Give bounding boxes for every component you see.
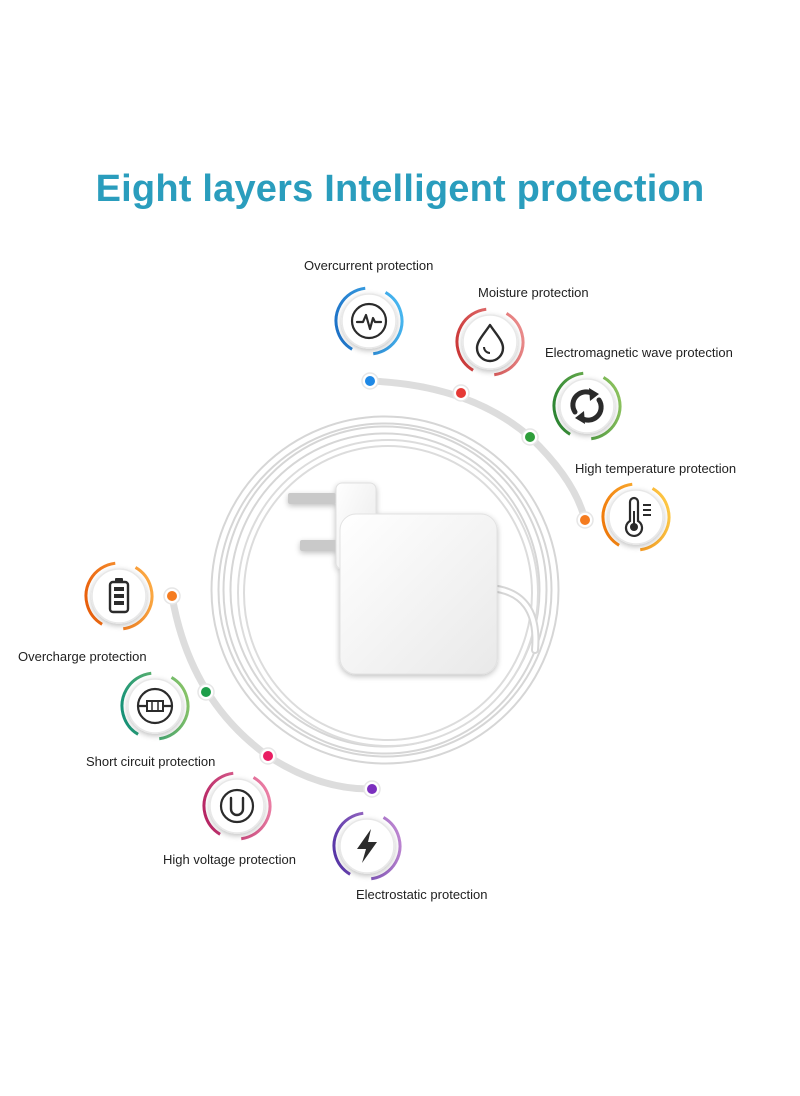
dot-overcurrent — [361, 372, 379, 390]
pulse-icon — [334, 286, 404, 356]
dot-electromagnetic — [521, 428, 539, 446]
dot-electrostatic — [363, 780, 381, 798]
label-electromagnetic: Electromagnetic wave protection — [545, 345, 733, 360]
label-high-voltage: High voltage protection — [163, 852, 296, 867]
battery-icon — [84, 561, 154, 631]
refresh-arrows-icon — [552, 371, 622, 441]
dot-short-circuit — [197, 683, 215, 701]
lightning-icon — [332, 811, 402, 881]
label-overcharge: Overcharge protection — [18, 649, 147, 664]
voltage-u-icon — [202, 771, 272, 841]
plug-pin-upper — [288, 493, 336, 504]
label-overcurrent: Overcurrent protection — [304, 258, 434, 273]
coiled-cable — [210, 415, 560, 765]
label-short-circuit: Short circuit protection — [86, 754, 216, 769]
dot-high-voltage — [259, 747, 277, 765]
dot-high-temperature — [576, 511, 594, 529]
label-moisture: Moisture protection — [478, 285, 589, 300]
page-title: Eight layers Intelligent protection — [95, 168, 705, 210]
lower-connector-track — [168, 592, 376, 793]
charger-body — [339, 513, 498, 675]
label-high-temperature: High temperature protection — [575, 461, 737, 476]
water-drop-icon — [455, 307, 525, 377]
thermometer-icon — [601, 482, 671, 552]
resistor-icon — [120, 671, 190, 741]
charger-adapter — [288, 482, 498, 675]
dot-moisture — [452, 384, 470, 402]
label-electrostatic: Electrostatic protection — [356, 887, 488, 902]
dot-overcharge — [163, 587, 181, 605]
plug-pin-lower — [300, 540, 338, 551]
